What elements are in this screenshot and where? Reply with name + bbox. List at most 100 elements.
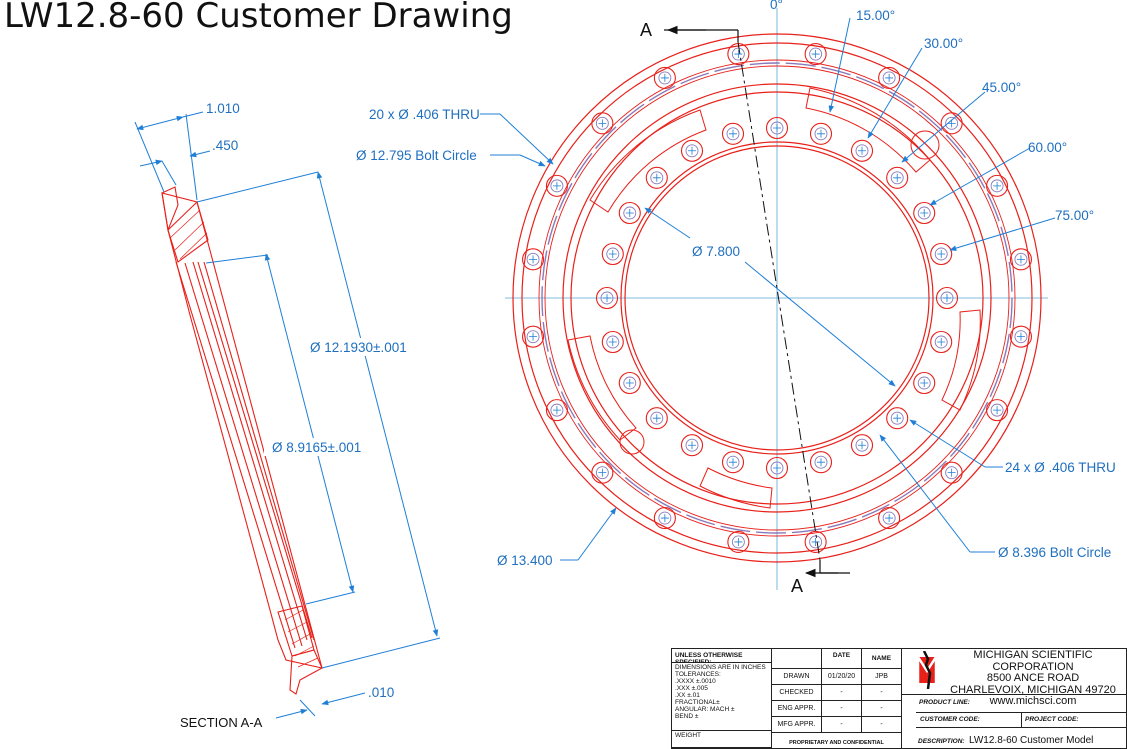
angle-30: 30.00° (924, 36, 963, 51)
inner-bolt-hole (680, 434, 704, 457)
tb-weight: WEIGHT (675, 732, 701, 739)
tb-proprietary-cell: PROPRIETARY AND CONFIDENTIAL (772, 733, 902, 748)
tb-row-label: CHECKED (772, 685, 822, 701)
tb-product-line: PRODUCT LINE: (916, 695, 1126, 713)
outer-bolt-hole (653, 66, 676, 89)
inner-bolt-hole (809, 122, 833, 145)
title-block: UNLESS OTHERWISE SPECIFIED: DIMENSIONS A… (671, 648, 1127, 749)
angle-60: 60.00° (1028, 140, 1067, 155)
tb-row-label: DRAWN (772, 669, 822, 685)
tb-row-date: 01/20/20 (822, 669, 862, 685)
callout-outer-dia: Ø 13.400 (497, 553, 553, 568)
inner-bolt-hole (601, 242, 624, 266)
tb-row-name: - (862, 717, 902, 733)
inner-bolt-hole (601, 330, 624, 354)
inner-bolt-holes (595, 116, 959, 480)
tb-row-name: JPB (862, 669, 902, 685)
company-line: 8500 ANCE ROAD (986, 672, 1080, 684)
callout-outer-holes: 20 x Ø .406 THRU (369, 107, 480, 122)
tb-proprietary: PROPRIETARY AND CONFIDENTIAL (789, 740, 884, 746)
company-line: CHARLEVOIX, MICHIGAN 49720 (950, 683, 1116, 696)
outer-bolt-hole (940, 461, 963, 484)
inner-bolt-hole (850, 139, 874, 162)
outer-bolt-hole (986, 399, 1009, 422)
angle-0: 0° (770, 0, 783, 12)
inner-bolt-hole (809, 451, 833, 474)
tb-hdr-date: DATE (822, 649, 862, 669)
section-marker-bottom: A (791, 576, 803, 596)
tb-tolerance-line: FRACTIONAL± (675, 699, 720, 706)
outer-bolt-hole (591, 461, 614, 484)
outer-bolt-hole (878, 66, 901, 89)
center-lines (505, 8, 1048, 590)
outer-bolt-hole (804, 530, 827, 554)
inner-bolt-hole (765, 116, 789, 140)
tb-customer-code: CUSTOMER CODE: (916, 713, 1022, 728)
outer-bolt-holes (521, 42, 1033, 554)
tb-tolerance-line: TOLERANCES: (675, 671, 721, 678)
outer-bolt-hole (545, 399, 568, 422)
tb-row-name: - (862, 701, 902, 717)
callout-outer-bolt-circle: Ø 12.795 Bolt Circle (356, 148, 477, 163)
section-marker-top: A (640, 20, 652, 40)
front-view: A A 0° 15.00° 30.00° 45.00° 60.00° 75.00… (356, 0, 1116, 596)
dim-width-overall: 1.010 (206, 101, 240, 116)
tb-row-date: - (822, 701, 862, 717)
tb-tolerance-line: .XXX ±.005 (675, 685, 708, 692)
angle-75: 75.00° (1055, 208, 1094, 223)
section-hatch (169, 209, 319, 668)
inner-bolt-hole (721, 122, 745, 145)
angle-leaders (828, 17, 1056, 251)
company-line: www.michsci.com (989, 695, 1077, 707)
inner-bolt-hole (618, 201, 641, 225)
angle-15: 15.00° (856, 8, 895, 23)
tb-hdr-name: NAME (862, 649, 902, 669)
web-slots (567, 87, 981, 509)
tb-weight-cell: WEIGHT (672, 731, 772, 748)
drawing-title: LW12.8-60 Customer Drawing (4, 0, 513, 36)
company-line: MICHIGAN SCIENTIFIC CORPORATION (973, 649, 1093, 673)
tb-description-label: DESCRIPTION: (918, 738, 965, 745)
dim-outer-seat: Ø 12.1930±.001 (310, 340, 407, 355)
inner-bolt-hole (913, 201, 936, 225)
tb-row-date: - (822, 717, 862, 733)
dim-flange: .450 (212, 138, 238, 153)
outer-bolt-hole (521, 248, 545, 271)
tb-row-label: MFG APPR. (772, 717, 822, 733)
outer-bolt-hole (727, 530, 750, 554)
outer-bolt-hole (1009, 325, 1033, 348)
inner-bolt-hole (595, 286, 619, 310)
callout-inner-bolt-circle: Ø 8.396 Bolt Circle (998, 545, 1111, 560)
outer-bolt-hole (804, 42, 827, 66)
outer-bolt-hole (653, 507, 676, 530)
tb-row-date: - (822, 685, 862, 701)
section-line-a (664, 25, 850, 578)
tb-tolerance-line: .XX ±.01 (675, 692, 700, 699)
section-view: 1.010 .450 Ø 12.1930±.001 Ø 8.9165±.001 … (134, 101, 441, 730)
tb-tolerance-line: .XXXX ±.0010 (675, 678, 716, 685)
inner-bolt-hole (886, 166, 909, 189)
inner-bolt-hole (930, 330, 953, 354)
outer-bolt-hole (940, 112, 963, 135)
inner-bolt-hole (680, 139, 704, 162)
dim-bottom: .010 (368, 685, 394, 700)
inner-bolt-hole (765, 456, 789, 480)
outer-bolt-hole (521, 325, 545, 348)
callout-bore: Ø 7.800 (692, 244, 740, 259)
outer-bolt-hole (1009, 248, 1033, 271)
tb-unless-cell: UNLESS OTHERWISE SPECIFIED: (672, 649, 772, 663)
callout-inner-holes: 24 x Ø .406 THRU (1005, 460, 1116, 475)
inner-bolt-hole (618, 371, 641, 395)
inner-bolt-hole (850, 434, 874, 457)
outer-bolt-hole (591, 112, 614, 135)
tb-row-label: ENG APPR. (772, 701, 822, 717)
tb-tolerance-line: BEND ± (675, 713, 699, 720)
section-dimension-lines (134, 111, 441, 719)
tb-description: LW12.8-60 Customer Model (969, 735, 1094, 746)
inner-bolt-hole (721, 451, 745, 474)
inner-bolt-hole (935, 286, 959, 310)
tb-description-cell: DESCRIPTION: LW12.8-60 Customer Model (916, 728, 1126, 748)
